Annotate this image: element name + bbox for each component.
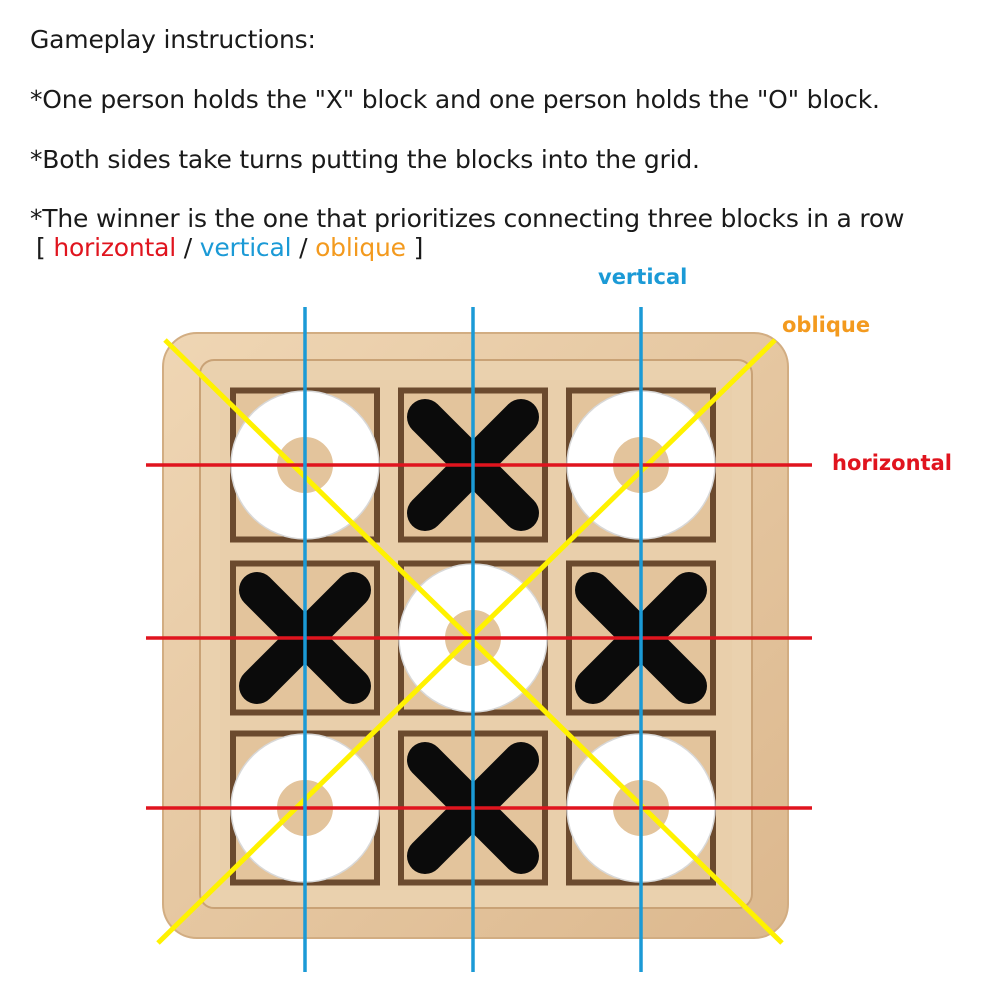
oblique-line-label: oblique [782, 313, 871, 337]
direction-separator: / [291, 233, 316, 262]
instructions-title: Gameplay instructions: [30, 25, 316, 54]
directions-line: [ horizontal / vertical / oblique ] [36, 233, 423, 263]
oblique-line [156, 338, 777, 945]
vertical-line-label: vertical [598, 265, 688, 289]
direction-vertical: vertical [199, 233, 292, 262]
directions-open: [ [36, 233, 54, 262]
horizontal-line-label: horizontal [832, 451, 952, 475]
direction-separator: / [176, 233, 200, 262]
guide-lines [146, 307, 812, 972]
rule-one: *One person holds the "X" block and one … [30, 85, 880, 114]
direction-oblique: oblique [315, 233, 406, 262]
direction-horizontal: horizontal [53, 233, 177, 262]
rule-two: *Both sides take turns putting the block… [30, 145, 700, 174]
rule-three: *The winner is the one that prioritizes … [30, 204, 905, 233]
directions-close: ] [405, 233, 424, 262]
